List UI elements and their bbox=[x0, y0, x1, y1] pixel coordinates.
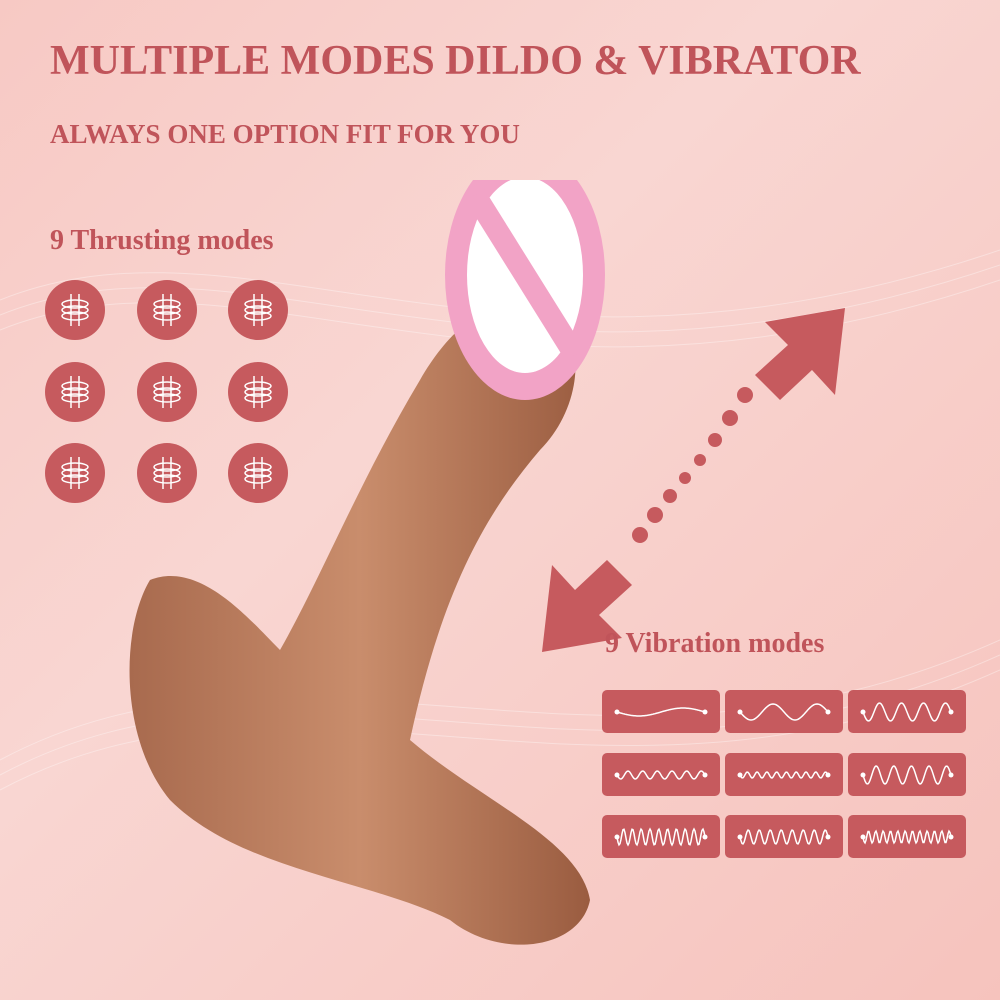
thrust-mode-icon bbox=[244, 376, 272, 408]
vibration-mode-button[interactable] bbox=[602, 753, 720, 796]
product-image bbox=[129, 180, 605, 945]
vibration-wave-icon bbox=[737, 828, 831, 845]
vibration-mode-button[interactable] bbox=[602, 815, 720, 858]
thrusting-mode-button[interactable] bbox=[45, 443, 105, 503]
vibration-wave-icon bbox=[614, 826, 708, 847]
vibration-mode-button[interactable] bbox=[602, 690, 720, 733]
thrusting-mode-button[interactable] bbox=[228, 443, 288, 503]
thrust-mode-icon bbox=[153, 294, 181, 326]
thrust-mode-icon bbox=[61, 376, 89, 408]
vibration-mode-button[interactable] bbox=[725, 753, 843, 796]
page-subtitle: ALWAYS ONE OPTION FIT FOR YOU bbox=[50, 119, 520, 149]
thrust-mode-icon bbox=[153, 457, 181, 489]
thrusting-modes-label: 9 Thrusting modes bbox=[50, 225, 274, 256]
thrusting-mode-button[interactable] bbox=[228, 362, 288, 422]
thrusting-mode-button[interactable] bbox=[45, 280, 105, 340]
thrusting-mode-button[interactable] bbox=[137, 443, 197, 503]
thrusting-mode-button[interactable] bbox=[45, 362, 105, 422]
vibration-mode-button[interactable] bbox=[725, 815, 843, 858]
thrust-mode-icon bbox=[244, 457, 272, 489]
thrusting-mode-button[interactable] bbox=[137, 280, 197, 340]
thrusting-mode-button[interactable] bbox=[137, 362, 197, 422]
vibration-mode-button[interactable] bbox=[848, 815, 966, 858]
vibration-wave-icon bbox=[737, 770, 831, 779]
thrust-arrow-icon bbox=[542, 308, 845, 652]
thrust-mode-icon bbox=[244, 294, 272, 326]
vibration-wave-icon bbox=[614, 706, 708, 717]
thrust-mode-icon bbox=[61, 294, 89, 326]
vibration-mode-button[interactable] bbox=[848, 753, 966, 796]
thrusting-mode-button[interactable] bbox=[228, 280, 288, 340]
vibration-wave-icon bbox=[860, 829, 954, 844]
thrust-mode-icon bbox=[153, 376, 181, 408]
vibration-wave-icon bbox=[737, 702, 831, 721]
vibration-modes-label: 9 Vibration modes bbox=[605, 628, 825, 659]
vibration-wave-icon bbox=[860, 701, 954, 722]
vibration-wave-icon bbox=[860, 764, 954, 785]
vibration-mode-button[interactable] bbox=[725, 690, 843, 733]
thrust-mode-icon bbox=[61, 457, 89, 489]
vibration-mode-button[interactable] bbox=[848, 690, 966, 733]
vibration-wave-icon bbox=[614, 769, 708, 780]
page-title: MULTIPLE MODES DILDO & VIBRATOR bbox=[50, 38, 861, 84]
